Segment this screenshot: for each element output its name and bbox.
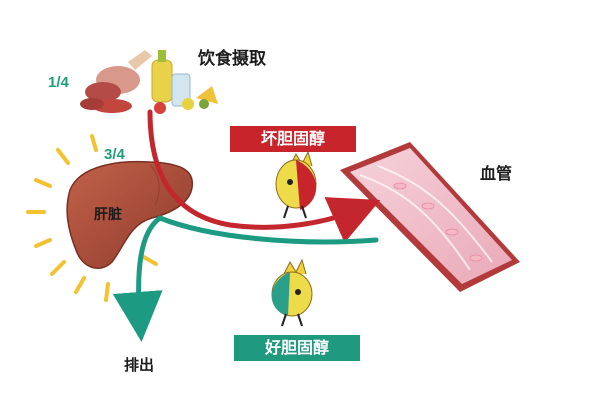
food-share-fraction: 1/4	[48, 74, 69, 91]
food-intake-title: 饮食摄取	[198, 49, 266, 69]
liver-label: 肝脏	[94, 207, 122, 223]
liver-share-fraction: 3/4	[104, 146, 125, 163]
good-cholesterol-flow-arrow	[112, 215, 379, 342]
sun-rays-icon	[26, 134, 158, 302]
excretion-label: 排出	[124, 356, 155, 374]
good-cholesterol-mascot-icon	[271, 258, 313, 327]
bad-cholesterol-flow-arrow	[147, 109, 381, 243]
blood-vessel-label: 血管	[480, 164, 513, 183]
bad-cholesterol-badge: 坏胆固醇	[230, 126, 356, 152]
food-pile-icon	[80, 50, 218, 114]
bad-cholesterol-mascot-icon	[275, 150, 317, 219]
liver-icon	[66, 160, 193, 269]
good-cholesterol-badge: 好胆固醇	[234, 335, 360, 361]
blood-vessel-icon	[340, 142, 520, 292]
